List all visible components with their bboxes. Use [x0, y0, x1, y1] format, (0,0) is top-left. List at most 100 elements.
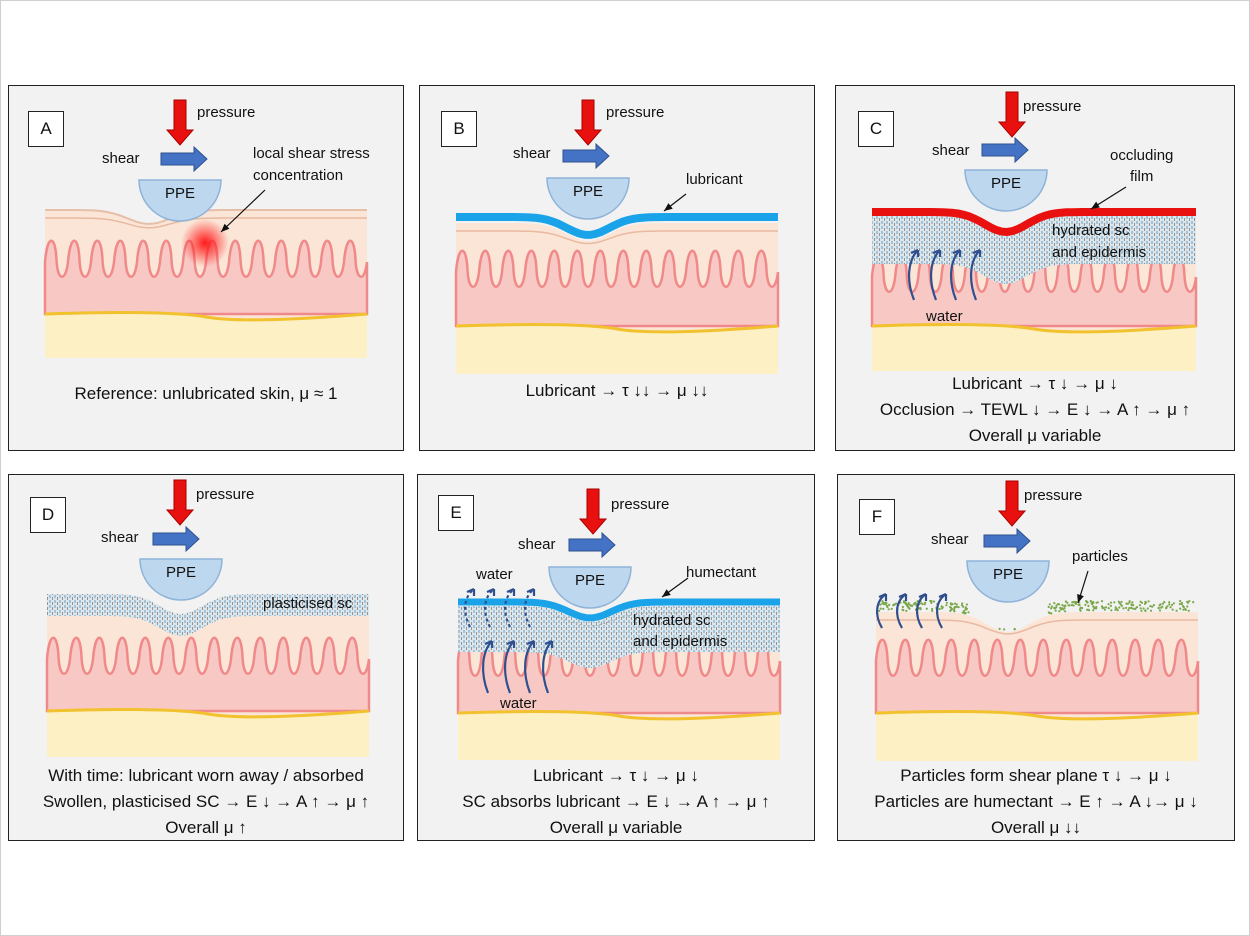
water-arrowhead [526, 587, 536, 596]
caption: Lubricant → τ ↓ → μ ↓ Occlusion → TEWL ↓… [836, 371, 1234, 449]
pressure-label: pressure [606, 104, 665, 121]
shear-label: shear [518, 536, 556, 553]
caption-line-2: SC absorbs lubricant → E ↓ → A ↑ → μ ↑ [462, 792, 770, 811]
caption-line-2: Particles are humectant → E ↑ → A ↓→ μ ↓ [874, 792, 1198, 811]
hydrated-sc-line-2: and epidermis [1052, 244, 1147, 261]
water-arrowhead [544, 639, 554, 648]
water-label: water [500, 695, 537, 712]
occluding-film-line-2: film [1130, 168, 1154, 185]
water-arrow-icon [542, 640, 553, 694]
diagram-svg [874, 480, 1200, 761]
fat-boundary [457, 710, 781, 721]
water-arrow-icon [970, 249, 981, 301]
water-top-label: water [476, 566, 513, 583]
shear-arrow-icon [152, 525, 200, 553]
leader-line [220, 189, 266, 233]
leader-arrowhead [664, 203, 673, 211]
particles-label: particles [1072, 548, 1128, 565]
ppe-indenter [966, 560, 1050, 603]
shear-arrow-icon [160, 145, 208, 173]
water-arrow-icon [482, 640, 493, 694]
water-arrow-icon [908, 249, 919, 301]
particles-layer [876, 599, 1195, 631]
water-arrowhead [878, 592, 888, 601]
water-arrow-icon [524, 640, 535, 694]
shear-arrow-icon [562, 142, 610, 170]
shear-label: shear [513, 145, 551, 162]
subcutaneous-fat [872, 324, 1196, 371]
caption: Lubricant → τ ↓ → μ ↓ SC absorbs lubrica… [418, 763, 814, 841]
basal-line [45, 217, 367, 229]
water-arrow-icon [950, 249, 961, 301]
hydrated-band [458, 606, 780, 668]
ppe-indenter [548, 566, 632, 609]
water-arrowhead [938, 592, 948, 601]
leader-arrowhead [1091, 201, 1100, 209]
lubricant-label: lubricant [686, 171, 743, 188]
panel-c: C pressure shear occluding film hydrated… [835, 85, 1235, 451]
water-arrowhead [484, 639, 494, 648]
hydrated-sc-line-1: hydrated sc [633, 612, 711, 629]
annotation-line-2: concentration [253, 167, 344, 184]
basal-line [876, 619, 1198, 635]
shear-arrow-icon [983, 527, 1031, 555]
shear-label: shear [931, 531, 969, 548]
water-arrowhead [506, 639, 516, 648]
caption-line-1: With time: lubricant worn away / absorbe… [48, 766, 364, 785]
diagram-svg [43, 99, 369, 358]
ppe-indenter [139, 558, 223, 601]
water-label: water [926, 308, 963, 325]
panel-e: E pressure shear water humectant hydrate… [417, 474, 815, 841]
caption-line-1: Particles form shear plane τ ↓ → μ ↓ [900, 766, 1172, 785]
ppe-label: PPE [572, 183, 603, 200]
ppe-indenter [138, 179, 222, 222]
fat-boundary [46, 708, 370, 719]
pressure-label: pressure [611, 496, 670, 513]
caption-line-2: Occlusion → TEWL ↓ → E ↓ → A ↑ → μ ↑ [879, 400, 1191, 419]
shear-label: shear [932, 142, 970, 159]
ppe-indenter [546, 177, 630, 220]
water-arrowhead [486, 587, 496, 596]
caption-line-1: Lubricant → τ ↓↓ → μ ↓↓ [525, 381, 709, 400]
shear-arrow-icon [981, 136, 1029, 164]
caption: Particles form shear plane τ ↓ → μ ↓ Par… [838, 763, 1234, 841]
pressure-arrow-icon [578, 488, 608, 535]
panel-e-label: E [438, 495, 474, 531]
leader-arrowhead [662, 589, 671, 597]
water-arrowhead [506, 587, 516, 596]
shear-arrow-icon [568, 531, 616, 559]
pressure-arrow-icon [165, 99, 195, 146]
water-arrowhead [918, 592, 928, 601]
hydrated-sc-line-1: hydrated sc [1052, 222, 1130, 239]
subcutaneous-fat [458, 711, 780, 760]
basal-line [456, 230, 778, 245]
pressure-label: pressure [196, 486, 255, 503]
caption-line-1: Lubricant → τ ↓ → μ ↓ [952, 374, 1118, 393]
caption: With time: lubricant worn away / absorbe… [9, 763, 403, 841]
panel-b-label: B [441, 111, 477, 147]
panel-d-label: D [30, 497, 66, 533]
hydrated-band [872, 216, 1196, 284]
panel-a: A pressure shear local shear stress conc… [8, 85, 404, 451]
panel-f: F pressure shear particles Particles for… [837, 474, 1235, 841]
diagram-svg [454, 99, 780, 374]
subcutaneous-fat [45, 312, 367, 358]
ppe-label: PPE [992, 566, 1023, 583]
pressure-arrow-icon [997, 91, 1027, 138]
caption-line-2: Swollen, plasticised SC → E ↓ → A ↑ → μ … [42, 792, 370, 811]
leader-arrowhead [221, 223, 230, 232]
pressure-label: pressure [197, 104, 256, 121]
diagram-svg [456, 488, 782, 760]
absorbed-lubricant-band [552, 612, 678, 627]
plasticised-sc-label: plasticised sc [263, 595, 353, 612]
stress-hotspot [181, 219, 229, 267]
fat-boundary [871, 323, 1197, 334]
shear-label: shear [102, 150, 140, 167]
dermis-layer [874, 638, 1200, 715]
water-arrow-icon [930, 249, 941, 301]
diagram-svg [45, 479, 371, 757]
caption-line-3: Overall μ ↑ [165, 818, 247, 837]
water-arrowhead [952, 248, 962, 257]
diagram-svg [870, 91, 1198, 371]
water-arrowhead [526, 639, 536, 648]
